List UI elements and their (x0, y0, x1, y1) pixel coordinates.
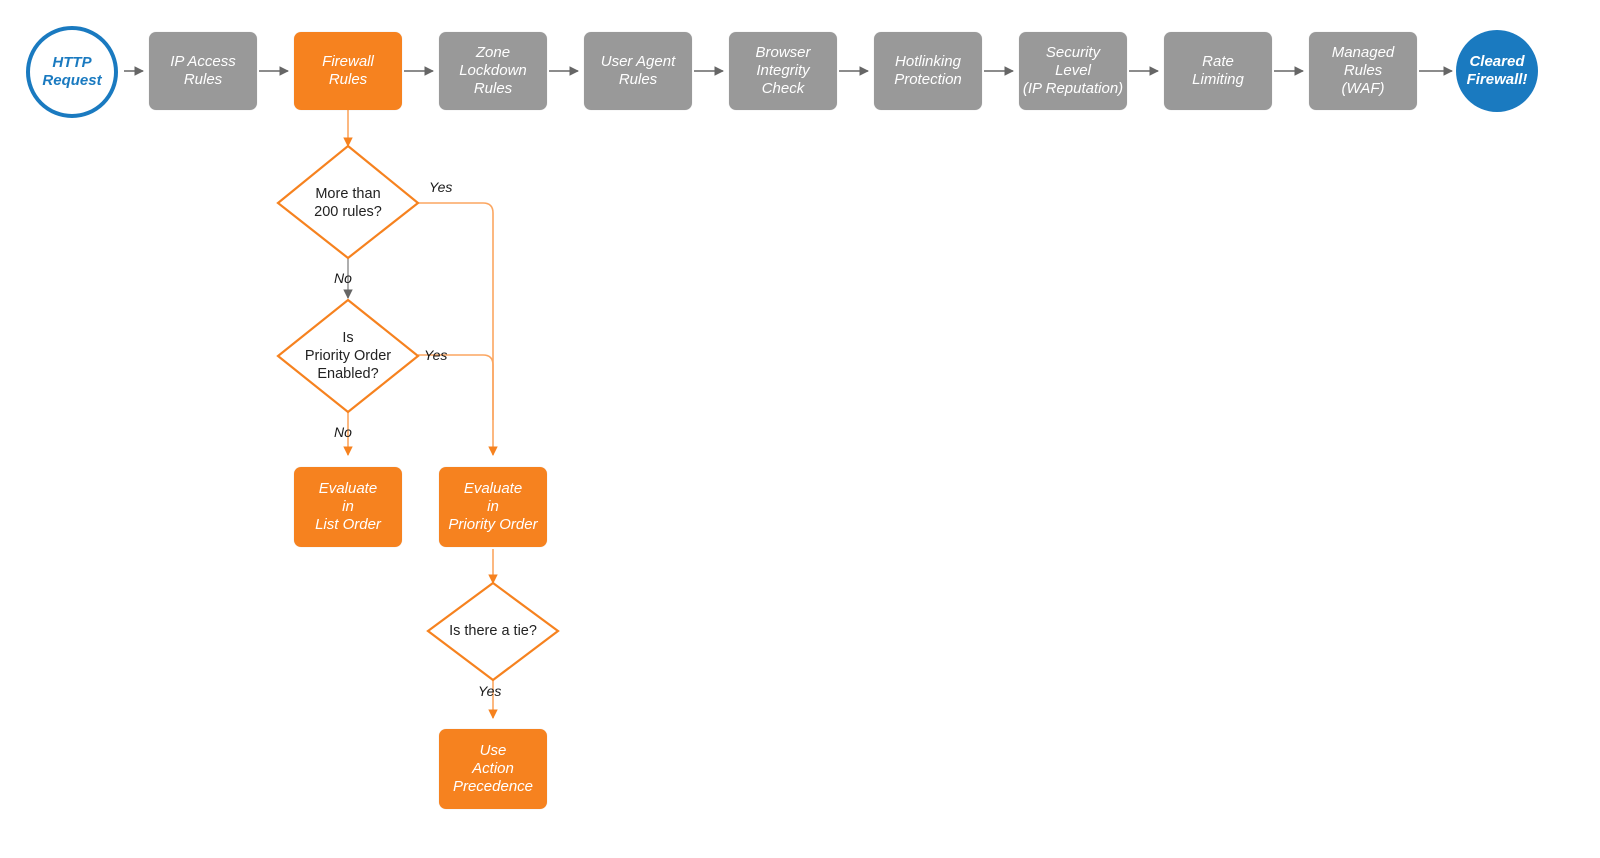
edge-label-yes-is-there-a-tie: Yes (478, 683, 502, 699)
node-cleared-firewall-label: Cleared Firewall! (1466, 52, 1528, 88)
connector-more200-yes (418, 202, 498, 456)
node-managed-rules-waf-label: Managed Rules (WAF) (1331, 43, 1395, 98)
node-hotlinking-protection[interactable]: Hotlinking Protection (874, 32, 982, 110)
node-firewall-rules-label: Firewall Rules (322, 52, 374, 88)
node-hotlinking-protection-label: Hotlinking Protection (894, 52, 962, 88)
node-cleared-firewall[interactable]: Cleared Firewall! (1456, 30, 1538, 112)
node-zone-lockdown-rules-label: Zone Lockdown Rules (459, 43, 527, 98)
node-use-action-precedence-label: Use Action Precedence (452, 741, 534, 796)
node-security-level[interactable]: Security Level (IP Reputation) (1019, 32, 1127, 110)
node-evaluate-in-list-order[interactable]: Evaluate in List Order (294, 467, 402, 547)
node-evaluate-in-list-order-label: Evaluate in List Order (315, 479, 381, 534)
node-rate-limiting-label: Rate Limiting (1192, 52, 1244, 88)
node-http-request[interactable]: HTTP Request (26, 26, 118, 118)
node-http-request-label: HTTP Request (42, 53, 102, 89)
edge-label-yes-more-than-200: Yes (429, 179, 453, 195)
node-rate-limiting[interactable]: Rate Limiting (1164, 32, 1272, 110)
decision-is-there-a-tie (426, 581, 560, 682)
node-security-level-label: Security Level (IP Reputation) (1022, 43, 1124, 98)
node-zone-lockdown-rules[interactable]: Zone Lockdown Rules (439, 32, 547, 110)
decision-is-priority-order-enabled (276, 298, 420, 414)
edge-label-no-priority-order: No (334, 424, 352, 440)
node-browser-integrity-check-label: Browser Integrity Check (755, 43, 811, 98)
decision-more-than-200-rules (276, 144, 420, 260)
node-firewall-rules[interactable]: Firewall Rules (294, 32, 402, 110)
node-ip-access-rules-label: IP Access Rules (170, 52, 236, 88)
edge-label-no-more-than-200: No (334, 270, 352, 286)
node-user-agent-rules[interactable]: User Agent Rules (584, 32, 692, 110)
node-managed-rules-waf[interactable]: Managed Rules (WAF) (1309, 32, 1417, 110)
connector-priority-yes (418, 354, 494, 420)
edge-label-yes-priority-order: Yes (424, 347, 448, 363)
node-user-agent-rules-label: User Agent Rules (600, 52, 676, 88)
node-ip-access-rules[interactable]: IP Access Rules (149, 32, 257, 110)
node-use-action-precedence[interactable]: Use Action Precedence (439, 729, 547, 809)
node-evaluate-in-priority-order[interactable]: Evaluate in Priority Order (439, 467, 547, 547)
node-browser-integrity-check[interactable]: Browser Integrity Check (729, 32, 837, 110)
node-evaluate-in-priority-order-label: Evaluate in Priority Order (448, 479, 538, 534)
